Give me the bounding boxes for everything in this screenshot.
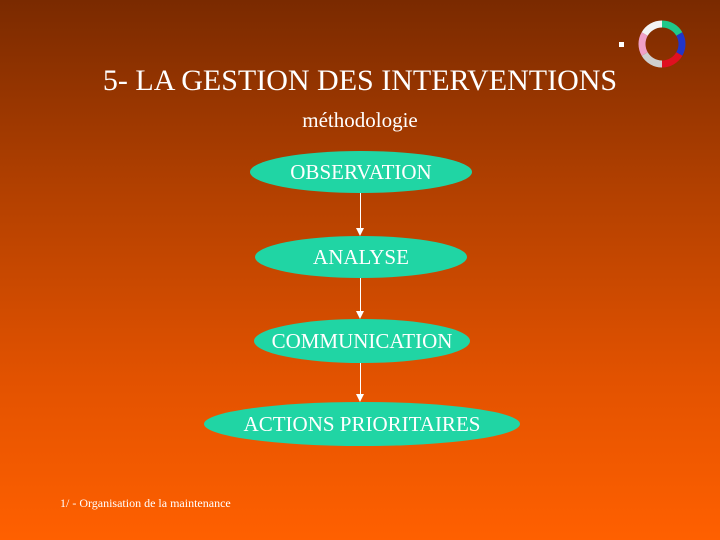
logo-ring-segment	[661, 20, 683, 36]
logo-ring-segment	[641, 52, 663, 68]
logo-bullet-square	[619, 42, 624, 47]
flow-step-analyse: ANALYSE	[255, 236, 467, 278]
flow-arrow-2	[356, 278, 364, 319]
logo-ring-segment	[641, 20, 663, 36]
logo-ring-segment	[638, 32, 648, 56]
slide-subtitle: méthodologie	[302, 108, 418, 132]
logo-ring-segment	[676, 32, 686, 56]
flow-arrow-1	[356, 193, 364, 236]
logo-ring	[638, 20, 686, 68]
logo-ring-segment	[661, 52, 683, 68]
flow-step-observation: OBSERVATION	[250, 151, 472, 193]
slide-title: 5- LA GESTION DES INTERVENTIONS	[102, 64, 618, 97]
flow-step-communication: COMMUNICATION	[254, 319, 470, 363]
slide-footer: 1/ - Organisation de la maintenance	[60, 496, 231, 510]
flow-step-actions-prioritaires: ACTIONS PRIORITAIRES	[204, 402, 520, 446]
color-ring-logo-icon	[619, 20, 686, 68]
flow-arrow-3	[356, 363, 364, 402]
